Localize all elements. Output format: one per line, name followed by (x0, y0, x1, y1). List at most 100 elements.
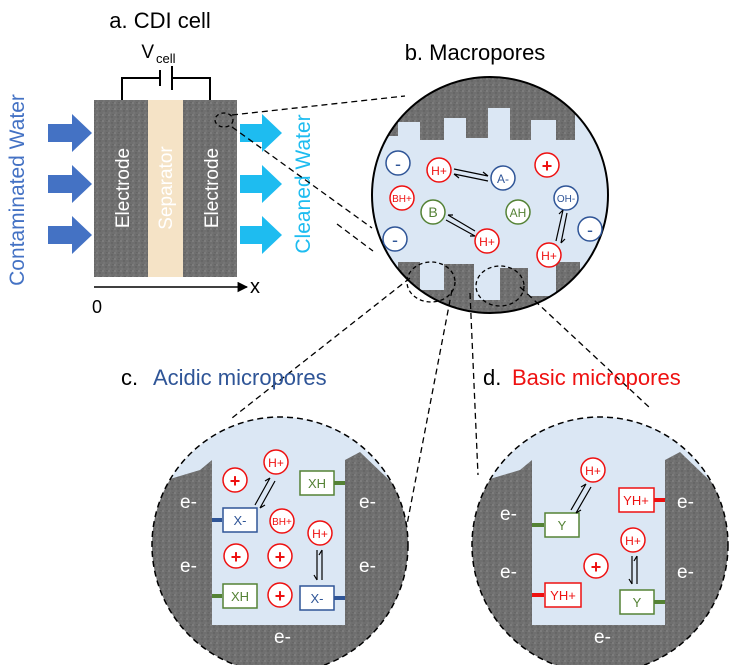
equilibrium-arrows-macro (445, 168, 568, 244)
svg-text:OH-: OH- (557, 194, 575, 205)
species-macro-h-plus-1: H+ (426, 157, 452, 183)
svg-text:-: - (392, 230, 398, 250)
svg-text:H+: H+ (312, 527, 328, 541)
electron-d-4: e- (677, 562, 694, 583)
svg-text:+: + (275, 547, 286, 567)
separator (148, 100, 183, 277)
species-macro-bh-plus: BH+ (389, 185, 415, 211)
svg-text:H+: H+ (479, 235, 495, 249)
axis-origin-label: 0 (92, 297, 102, 317)
svg-text:Y: Y (633, 595, 642, 610)
zoom-marker-a (214, 112, 234, 128)
svg-text:H+: H+ (625, 534, 641, 548)
svg-text:H+: H+ (268, 456, 284, 470)
surface-yh-plus-1: YH+ (618, 487, 665, 513)
species-macro-b: B (420, 199, 446, 225)
surface-xh-2: XH (212, 583, 258, 609)
species-c-plus-1: + (222, 467, 248, 493)
species-d-h-plus-2: H+ (620, 527, 646, 553)
electron-d-5: e- (594, 627, 611, 648)
separator-label: Separator (156, 146, 177, 230)
electron-d-2: e- (500, 562, 517, 583)
acidic-micropore-circle (151, 416, 409, 665)
basic-micropore-view (472, 417, 728, 665)
svg-text:-: - (395, 154, 401, 174)
svg-text:XH: XH (308, 476, 326, 491)
svg-text:+: + (591, 557, 602, 577)
surface-y-1: Y (532, 512, 580, 538)
macropore-circle (371, 76, 609, 314)
zoom-lines-b-to-c-extra (336, 223, 374, 252)
equilibrium-arrows-acidic (254, 477, 323, 581)
species-c-h-plus-2: H+ (307, 520, 333, 546)
species-c-plus-3: + (267, 543, 293, 569)
svg-text:BH+: BH+ (392, 194, 412, 205)
panel-a-title: a. CDI cell (109, 8, 210, 33)
cell-circuit (121, 66, 211, 100)
panel-d-prefix: d. (483, 365, 501, 390)
svg-text:H+: H+ (541, 249, 557, 263)
surface-yh-plus-2: YH+ (532, 582, 582, 608)
equilibrium-arrows-basic (570, 483, 638, 585)
surface-x-minus-1: X- (212, 507, 258, 533)
electron-d-1: e- (500, 504, 517, 525)
inflow-arrows (48, 114, 92, 254)
svg-text:X-: X- (234, 513, 247, 528)
zoom-marker-acidic (406, 261, 456, 303)
electrode-right-label: Electrode (202, 148, 223, 228)
zoom-lines-b-to-cd (231, 277, 651, 536)
zoom-lines-a-to-b (231, 95, 406, 229)
svg-text:H+: H+ (585, 464, 601, 478)
electron-c-4: e- (359, 556, 376, 577)
svg-text:+: + (542, 156, 553, 176)
contaminated-water-label: Contaminated Water (6, 94, 29, 286)
electron-d-3: e- (677, 492, 694, 513)
electron-c-3: e- (359, 492, 376, 513)
svg-text:AH: AH (510, 206, 527, 220)
svg-text:+: + (231, 547, 242, 567)
panel-d-title: Basic micropores (512, 365, 681, 390)
panel-b-title: b. Macropores (405, 40, 546, 65)
svg-text:X-: X- (311, 591, 324, 606)
species-macro-minus-1: - (385, 150, 411, 176)
species-c-h-plus-1: H+ (263, 449, 289, 475)
surface-y-2: Y (619, 589, 665, 615)
surface-xh-1: XH (299, 470, 345, 496)
species-d-h-plus-1: H+ (580, 457, 606, 483)
svg-text:YH+: YH+ (623, 493, 649, 508)
surface-x-minus-2: X- (299, 585, 345, 611)
species-d-plus: + (583, 553, 609, 579)
species-macro-h-plus-2: H+ (474, 228, 500, 254)
panel-c-prefix: c. (121, 365, 138, 390)
cleaned-water-label: Cleaned Water (292, 114, 315, 253)
electrode-left-label: Electrode (113, 148, 134, 228)
electron-c-1: e- (180, 492, 197, 513)
svg-text:BH+: BH+ (272, 517, 292, 528)
svg-text:+: + (230, 471, 241, 491)
svg-text:B: B (428, 204, 437, 220)
species-macro-h-plus-3: H+ (536, 242, 562, 268)
panel-c-title: Acidic micropores (153, 365, 327, 390)
species-macro-oh-minus: OH- (553, 185, 579, 211)
species-c-plus-2: + (223, 543, 249, 569)
svg-text:-: - (587, 220, 593, 240)
species-c-plus-4: + (267, 582, 293, 608)
species-macro-ah: AH (505, 199, 531, 225)
v-cell-subscript: cell (156, 51, 176, 66)
electron-c-2: e- (180, 556, 197, 577)
svg-text:+: + (275, 586, 286, 606)
species-macro-minus-3: - (577, 216, 603, 242)
outflow-arrows (240, 114, 282, 254)
svg-text:Y: Y (558, 518, 567, 533)
species-macro-minus-2: - (382, 226, 408, 252)
species-macro-a-minus: A- (490, 165, 516, 191)
svg-text:A-: A- (497, 172, 509, 186)
svg-text:XH: XH (231, 589, 249, 604)
axis-x-label: x (250, 276, 260, 298)
v-cell-label: V (141, 42, 154, 63)
species-macro-plus: + (534, 152, 560, 178)
zoom-marker-basic (475, 265, 525, 307)
electrode-left (94, 100, 148, 277)
svg-text:H+: H+ (431, 164, 447, 178)
